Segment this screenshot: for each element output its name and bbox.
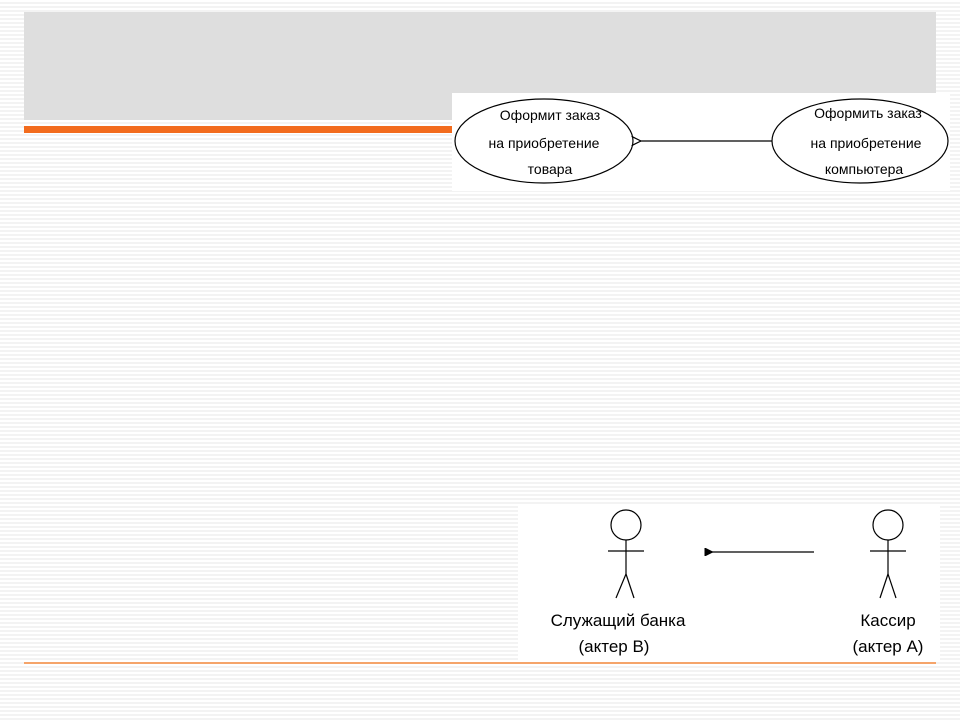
actor-right-head [872, 509, 904, 541]
use-case-right-line2: на приобретение [811, 135, 922, 151]
actor-left-name: Служащий банка [551, 611, 686, 630]
actor-generalization-diagram: Служащий банка (актер В) Кассир (актер А… [518, 506, 940, 662]
actor-left-leg-left [615, 573, 627, 599]
use-case-right-line3: компьютера [825, 161, 904, 177]
actor-left-leg-right [625, 573, 635, 599]
actor-left-role: (актер В) [579, 637, 650, 656]
title-accent-line [24, 126, 456, 133]
actor-diagram-svg: Служащий банка (актер В) Кассир (актер А… [551, 509, 924, 656]
use-case-left-line3: товара [528, 161, 573, 177]
actor-right-leg-left [879, 573, 889, 599]
actor-right-role: (актер А) [853, 637, 924, 656]
use-case-right-line1: Оформить заказ [814, 105, 922, 121]
use-case-generalization-diagram: Оформит заказ на приобретение товара Офо… [452, 93, 950, 191]
actor-right-leg-right [887, 573, 897, 599]
actor-left-head [610, 509, 642, 541]
actor-left-figure [608, 509, 644, 599]
use-case-left-line2: на приобретение [489, 135, 600, 151]
actor-right-figure [870, 509, 906, 599]
actor-right-name: Кассир [860, 611, 915, 630]
use-case-diagram-svg: Оформит заказ на приобретение товара Офо… [454, 98, 949, 184]
use-case-left-line1: Оформит заказ [500, 107, 600, 123]
footer-accent-line [24, 662, 936, 664]
